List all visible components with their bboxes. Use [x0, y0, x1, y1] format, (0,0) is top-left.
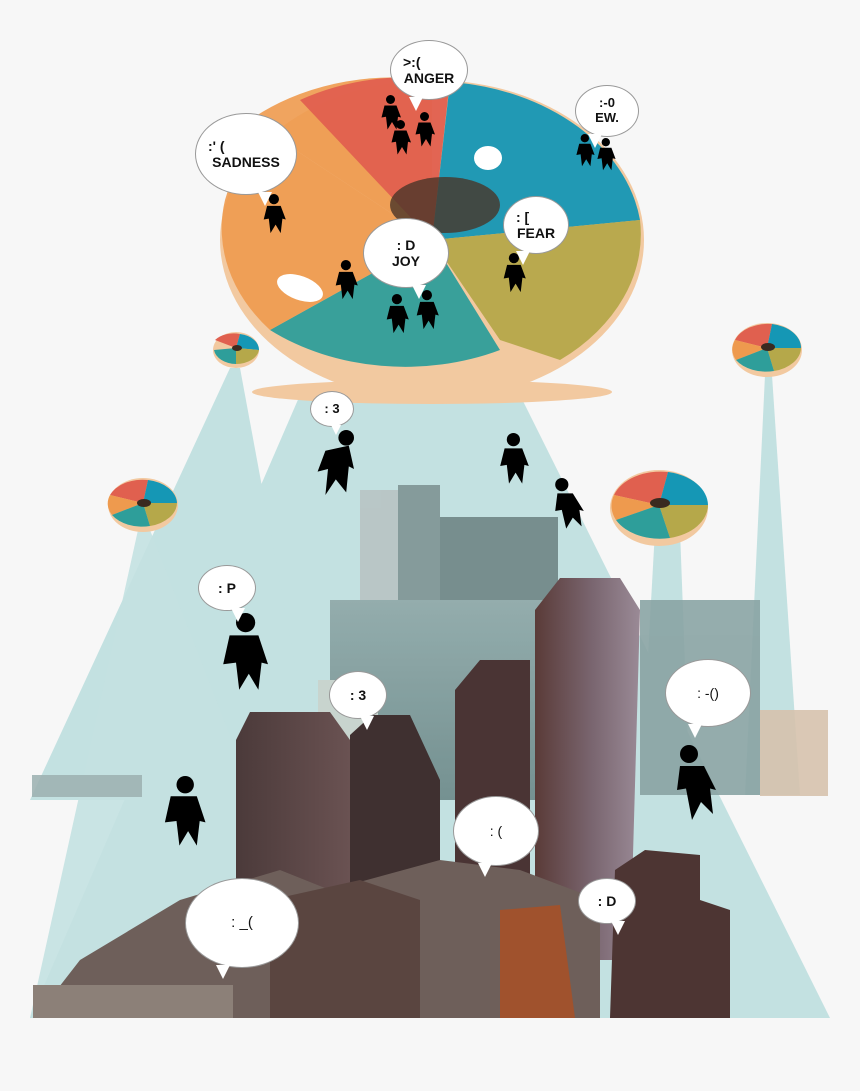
- bubble-label: SADNESS: [212, 154, 280, 170]
- speech-bubble: : (: [453, 796, 539, 877]
- person-icon: [391, 120, 411, 155]
- bubble-face: : D: [396, 236, 416, 253]
- person-icon: [555, 478, 584, 529]
- bubble-face: >:(: [403, 53, 421, 70]
- person-icon: [415, 112, 435, 147]
- person-icon: [500, 433, 529, 484]
- person-icon: [164, 776, 206, 846]
- person-icon: [597, 138, 616, 171]
- person-icon: [335, 260, 358, 300]
- person-icon: [576, 134, 595, 167]
- bubble-face: : 3: [324, 400, 340, 416]
- bubble-face: : P: [218, 579, 236, 596]
- speech-bubble-anger: >:( ANGER: [390, 40, 468, 111]
- speech-bubble-disgust: :-0 EW.: [575, 85, 639, 148]
- small-donut-right: [610, 470, 708, 546]
- speech-bubble-sadness: :' ( SADNESS: [195, 113, 297, 206]
- small-donut-top-left: [213, 332, 260, 368]
- small-donut-right-top: [732, 323, 802, 377]
- person-icon: [317, 430, 354, 495]
- person-icon: [386, 294, 409, 334]
- speech-bubble-fear: : [ FEAR: [503, 196, 569, 265]
- speech-bubble-joy: : D JOY: [363, 218, 449, 299]
- bubble-label: ANGER: [403, 70, 455, 86]
- bubble-face: :-0: [599, 95, 615, 111]
- small-donut-left: [107, 478, 178, 532]
- bubble-face: :' (: [208, 137, 225, 154]
- speech-bubble: : P: [198, 565, 256, 622]
- bubble-face: : _(: [231, 914, 253, 932]
- bubble-label: FEAR: [516, 225, 556, 241]
- person-icon: [677, 745, 716, 820]
- bubble-label: EW.: [595, 110, 619, 125]
- speech-bubble: : -(): [665, 659, 751, 738]
- speech-bubble: : 3: [329, 671, 387, 730]
- speech-bubble: : _(: [185, 878, 299, 979]
- speech-bubble: : D: [578, 878, 636, 935]
- bubble-label: JOY: [391, 253, 420, 269]
- bubble-face: : 3: [349, 686, 367, 703]
- speech-bubble: : 3: [310, 391, 354, 435]
- bubble-face: : [: [516, 208, 530, 225]
- people: [164, 95, 716, 846]
- bubble-face: : D: [597, 892, 617, 909]
- bubble-face: : (: [489, 822, 503, 839]
- bubble-face: : -(): [697, 684, 719, 701]
